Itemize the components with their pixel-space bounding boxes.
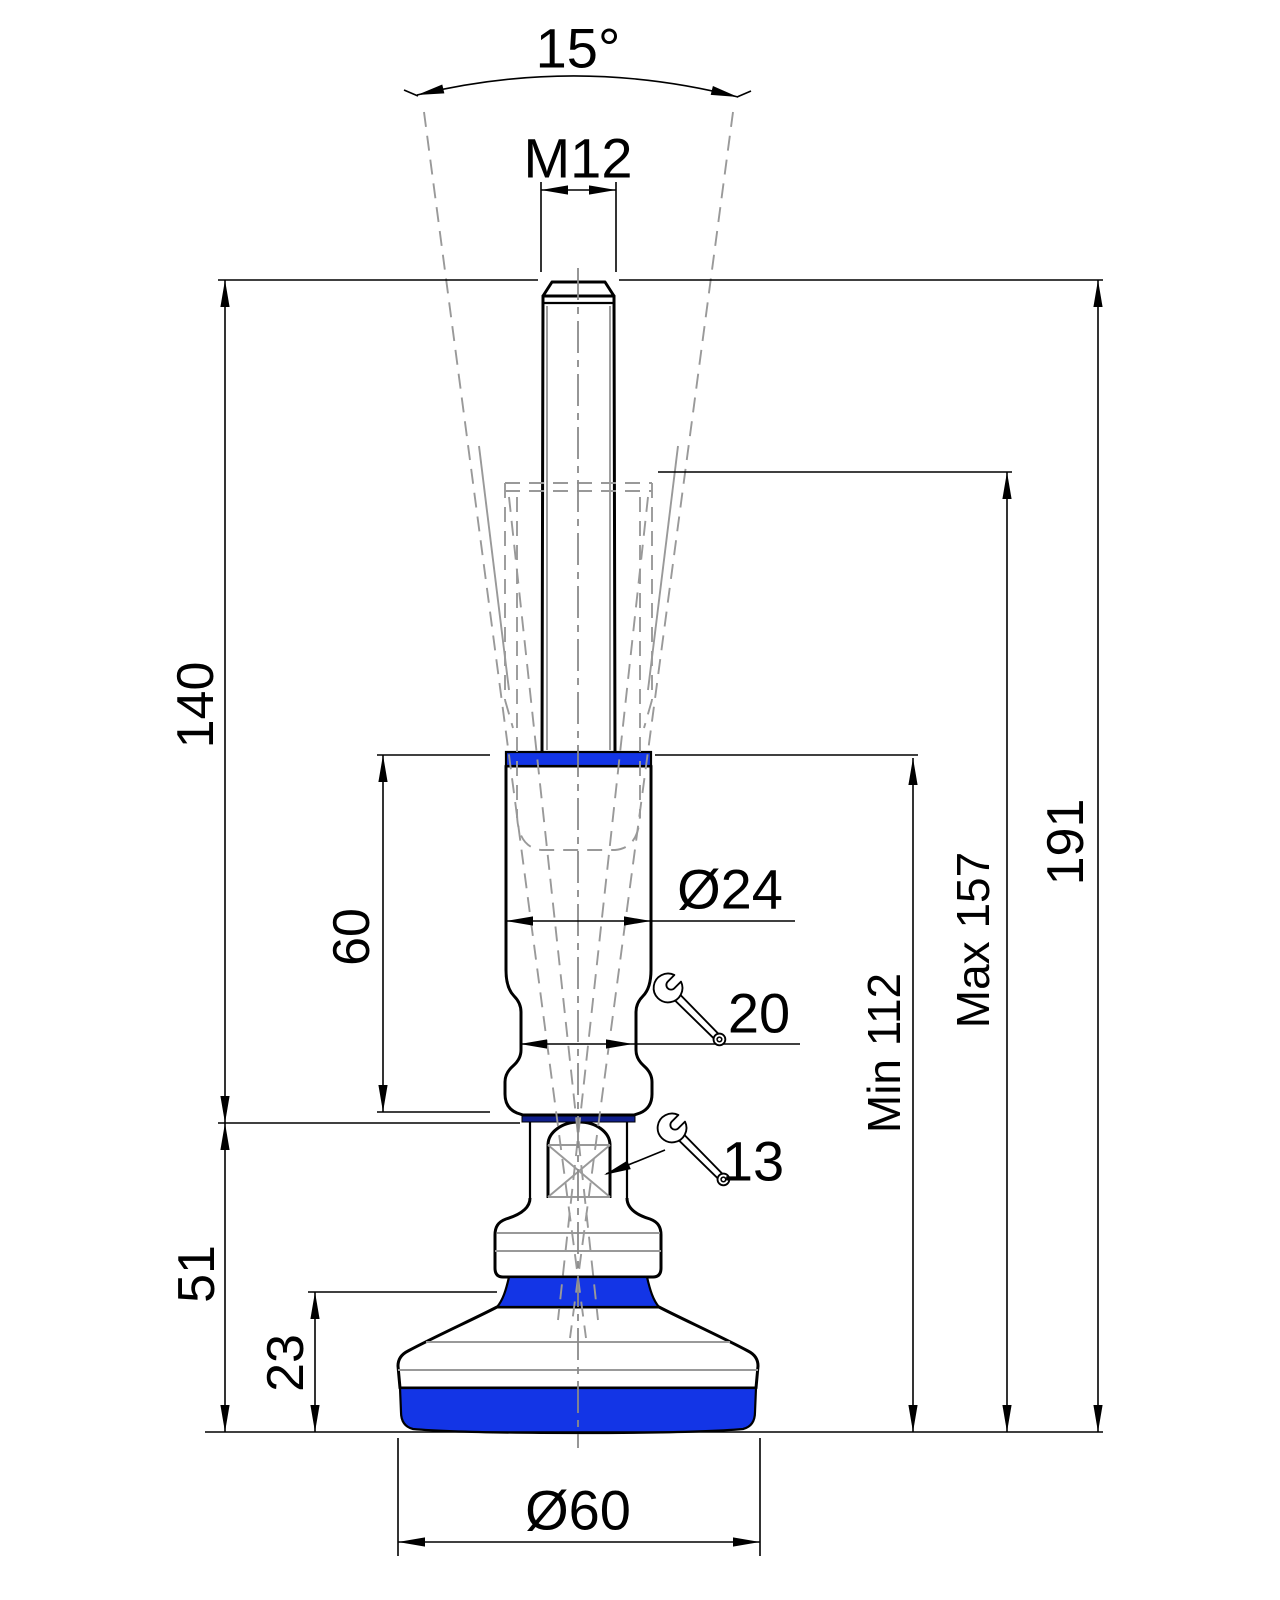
dimension-wrench-13: 13 [602, 1107, 784, 1195]
tilt-cone-lines [423, 111, 734, 1339]
height-min-label: Min 112 [858, 973, 910, 1133]
dimension-wrench-20: 20 [520, 967, 800, 1055]
dimension-51: 51 [168, 1123, 230, 1432]
body-diameter-label: Ø24 [677, 858, 783, 921]
dimension-min-112: Min 112 [858, 758, 918, 1432]
dimension-m12: M12 [524, 127, 633, 195]
overall-height-label: 191 [1037, 799, 1095, 886]
dimension-191: 191 [1037, 280, 1103, 1432]
wrench-icon [646, 967, 735, 1055]
base-diameter-label: Ø60 [525, 1479, 631, 1542]
wrench-ball-label: 13 [722, 1130, 784, 1193]
extension-lines [205, 182, 1103, 1556]
base-total-height-label: 51 [168, 1245, 226, 1303]
dimension-dia24: Ø24 [506, 858, 795, 926]
dimension-140: 140 [167, 280, 230, 1123]
wrench-body-label: 20 [728, 982, 790, 1045]
dimension-60: 60 [323, 755, 388, 1112]
housing-body [503, 764, 654, 1117]
swivel-angle-label: 15° [536, 17, 621, 80]
thread-label: M12 [524, 127, 633, 190]
body-length-label: 60 [323, 908, 381, 966]
height-max-label: Max 157 [947, 852, 999, 1028]
dimension-23: 23 [257, 1292, 320, 1432]
ball-hex-marks [547, 1144, 611, 1198]
dimension-max-157: Max 157 [947, 472, 1012, 1432]
base-cone-height-label: 23 [257, 1334, 315, 1392]
stud-height-label: 140 [167, 662, 225, 749]
dimension-dia60: Ø60 [398, 1479, 760, 1547]
dimension-angle-15: 15° [403, 17, 752, 102]
